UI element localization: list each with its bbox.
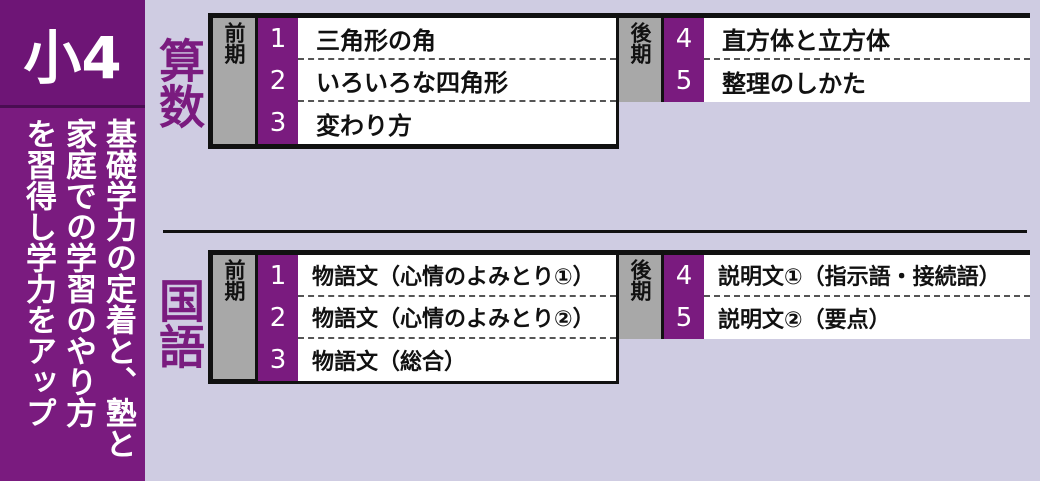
item-label: 三角形の角 xyxy=(298,18,616,60)
item-number: 1 xyxy=(258,18,298,60)
item-label: 変わり方 xyxy=(298,102,616,144)
item-label: 物語文（総合） xyxy=(298,339,616,381)
math-title: 算数 xyxy=(152,37,206,129)
list-item: 5 整理のしかた xyxy=(664,60,1030,102)
item-number: 5 xyxy=(664,297,704,339)
list-item: 3 物語文（総合） xyxy=(258,339,616,381)
list-item: 2 物語文（心情のよみとり②） xyxy=(258,297,616,339)
item-label: 直方体と立方体 xyxy=(704,18,1030,60)
tagline-line-2: 家庭での学習のやり方 xyxy=(60,118,96,428)
math-table: 前期 1 三角形の角 2 いろいろな四角形 3 変わり方 後期 4 直方体と立方… xyxy=(208,13,1030,149)
empty-area xyxy=(619,102,1030,149)
item-label: 物語文（心情のよみとり②） xyxy=(298,297,616,339)
item-number: 5 xyxy=(664,60,704,102)
item-number: 1 xyxy=(258,255,298,297)
item-number: 4 xyxy=(664,255,704,297)
item-label: 説明文②（要点） xyxy=(704,297,1030,339)
list-item: 4 説明文①（指示語・接続語） xyxy=(664,255,1030,297)
tagline: 基礎学力の定着と、塾と 家庭での学習のやり方 を習得し学力をアップ xyxy=(10,118,138,474)
list-item: 2 いろいろな四角形 xyxy=(258,60,616,102)
tagline-line-3: を習得し学力をアップ xyxy=(20,118,56,428)
japanese-first-term-label: 前期 xyxy=(213,255,255,379)
list-item: 4 直方体と立方体 xyxy=(664,18,1030,60)
item-label: 整理のしかた xyxy=(704,60,1030,102)
list-item: 3 変わり方 xyxy=(258,102,616,144)
list-item: 1 三角形の角 xyxy=(258,18,616,60)
item-number: 2 xyxy=(258,60,298,102)
item-number: 4 xyxy=(664,18,704,60)
tagline-line-1: 基礎学力の定着と、塾と xyxy=(100,118,136,459)
sidebar: 小4 基礎学力の定着と、塾と 家庭での学習のやり方 を習得し学力をアップ xyxy=(0,0,145,481)
japanese-title: 国語 xyxy=(152,277,206,369)
list-item: 5 説明文②（要点） xyxy=(664,297,1030,339)
math-second-term-label: 後期 xyxy=(619,18,661,102)
japanese-second-term-label: 後期 xyxy=(619,255,661,339)
item-label: 物語文（心情のよみとり①） xyxy=(298,255,616,297)
item-label: 説明文①（指示語・接続語） xyxy=(704,255,1030,297)
math-first-term-label: 前期 xyxy=(213,18,255,144)
item-number: 3 xyxy=(258,339,298,381)
japanese-table: 前期 1 物語文（心情のよみとり①） 2 物語文（心情のよみとり②） 3 物語文… xyxy=(208,250,1030,384)
section-divider xyxy=(163,230,1027,233)
item-number: 2 xyxy=(258,297,298,339)
item-label: いろいろな四角形 xyxy=(298,60,616,102)
item-number: 3 xyxy=(258,102,298,144)
empty-area xyxy=(619,339,1030,384)
list-item: 1 物語文（心情のよみとり①） xyxy=(258,255,616,297)
grade-label: 小4 xyxy=(0,0,145,108)
